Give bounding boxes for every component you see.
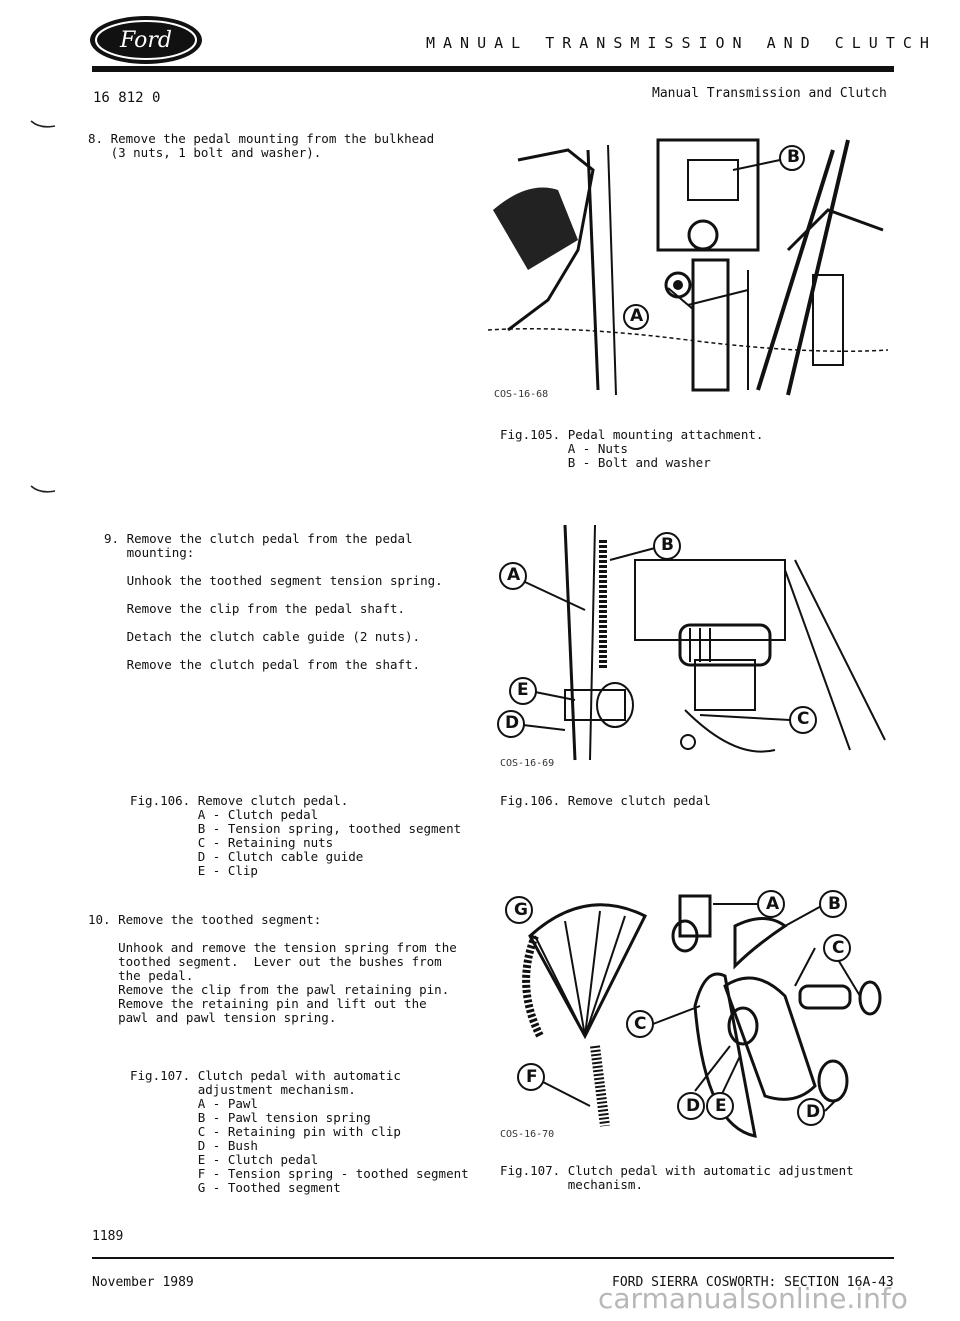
- figure-107-label-g: G: [514, 900, 528, 920]
- figure-107-caption: Fig.107. Clutch pedal with automatic adj…: [500, 1163, 854, 1192]
- figure-106-clutch-pedal: [495, 520, 895, 772]
- footer-date: November 1989: [92, 1275, 194, 1290]
- section-title: Manual Transmission and Clutch: [652, 86, 887, 101]
- figure-107-legend: Fig.107. Clutch pedal with automatic adj…: [130, 1068, 469, 1195]
- figure-107-label-c1: C: [832, 938, 845, 958]
- figure-105-caption: Fig.105. Pedal mounting attachment. A - …: [500, 427, 764, 470]
- step-10-text: 10. Remove the toothed segment: Unhook a…: [88, 912, 457, 1025]
- figure-107-label-a: A: [766, 894, 780, 914]
- figure-106-caption: Fig.106. Remove clutch pedal: [500, 793, 711, 808]
- figure-107-label-e: E: [715, 1096, 727, 1116]
- figure-106-label-c: C: [797, 709, 810, 729]
- figure-106-label-b: B: [661, 535, 674, 555]
- figure-106-legend: Fig.106. Remove clutch pedal. A - Clutch…: [130, 793, 462, 878]
- figure-107-label-f: F: [526, 1067, 538, 1087]
- figure-107-label-b: B: [828, 894, 841, 914]
- figure-106-label-a: A: [507, 565, 521, 585]
- step-8-text: 8. Remove the pedal mounting from the bu…: [88, 131, 435, 160]
- margin-mark: [30, 120, 56, 128]
- header-rule: [92, 66, 894, 72]
- figure-107-adjustment-mechanism: [495, 886, 895, 1148]
- figure-105-pedal-mounting: [488, 130, 888, 402]
- document-code: 16 812 0: [93, 90, 161, 106]
- ford-logo: Ford: [90, 16, 202, 64]
- figure-105-label-a: A: [630, 306, 644, 326]
- page-header-title: MANUAL TRANSMISSION AND CLUTCH: [426, 34, 937, 52]
- figure-107-code: COS-16-70: [500, 1129, 555, 1140]
- margin-mark: [30, 485, 56, 493]
- step-9-text: 9. Remove the clutch pedal from the peda…: [104, 531, 443, 672]
- figure-105-code: COS-16-68: [494, 389, 549, 400]
- page-number: 1189: [92, 1229, 124, 1244]
- figure-106-label-e: E: [517, 680, 529, 700]
- watermark: carmanualsonline.info: [598, 1282, 908, 1315]
- figure-107-label-d1: D: [686, 1096, 701, 1116]
- figure-106-label-d: D: [505, 713, 520, 733]
- svg-text:Ford: Ford: [119, 28, 172, 53]
- figure-105-label-b: B: [787, 147, 800, 167]
- footer-reference: FORD SIERRA COSWORTH: SECTION 16A-43: [612, 1275, 894, 1290]
- footer-rule: [92, 1257, 894, 1259]
- figure-107-label-c2: C: [634, 1014, 647, 1034]
- figure-106-code: COS-16-69: [500, 758, 555, 769]
- figure-107-label-d2: D: [806, 1102, 821, 1122]
